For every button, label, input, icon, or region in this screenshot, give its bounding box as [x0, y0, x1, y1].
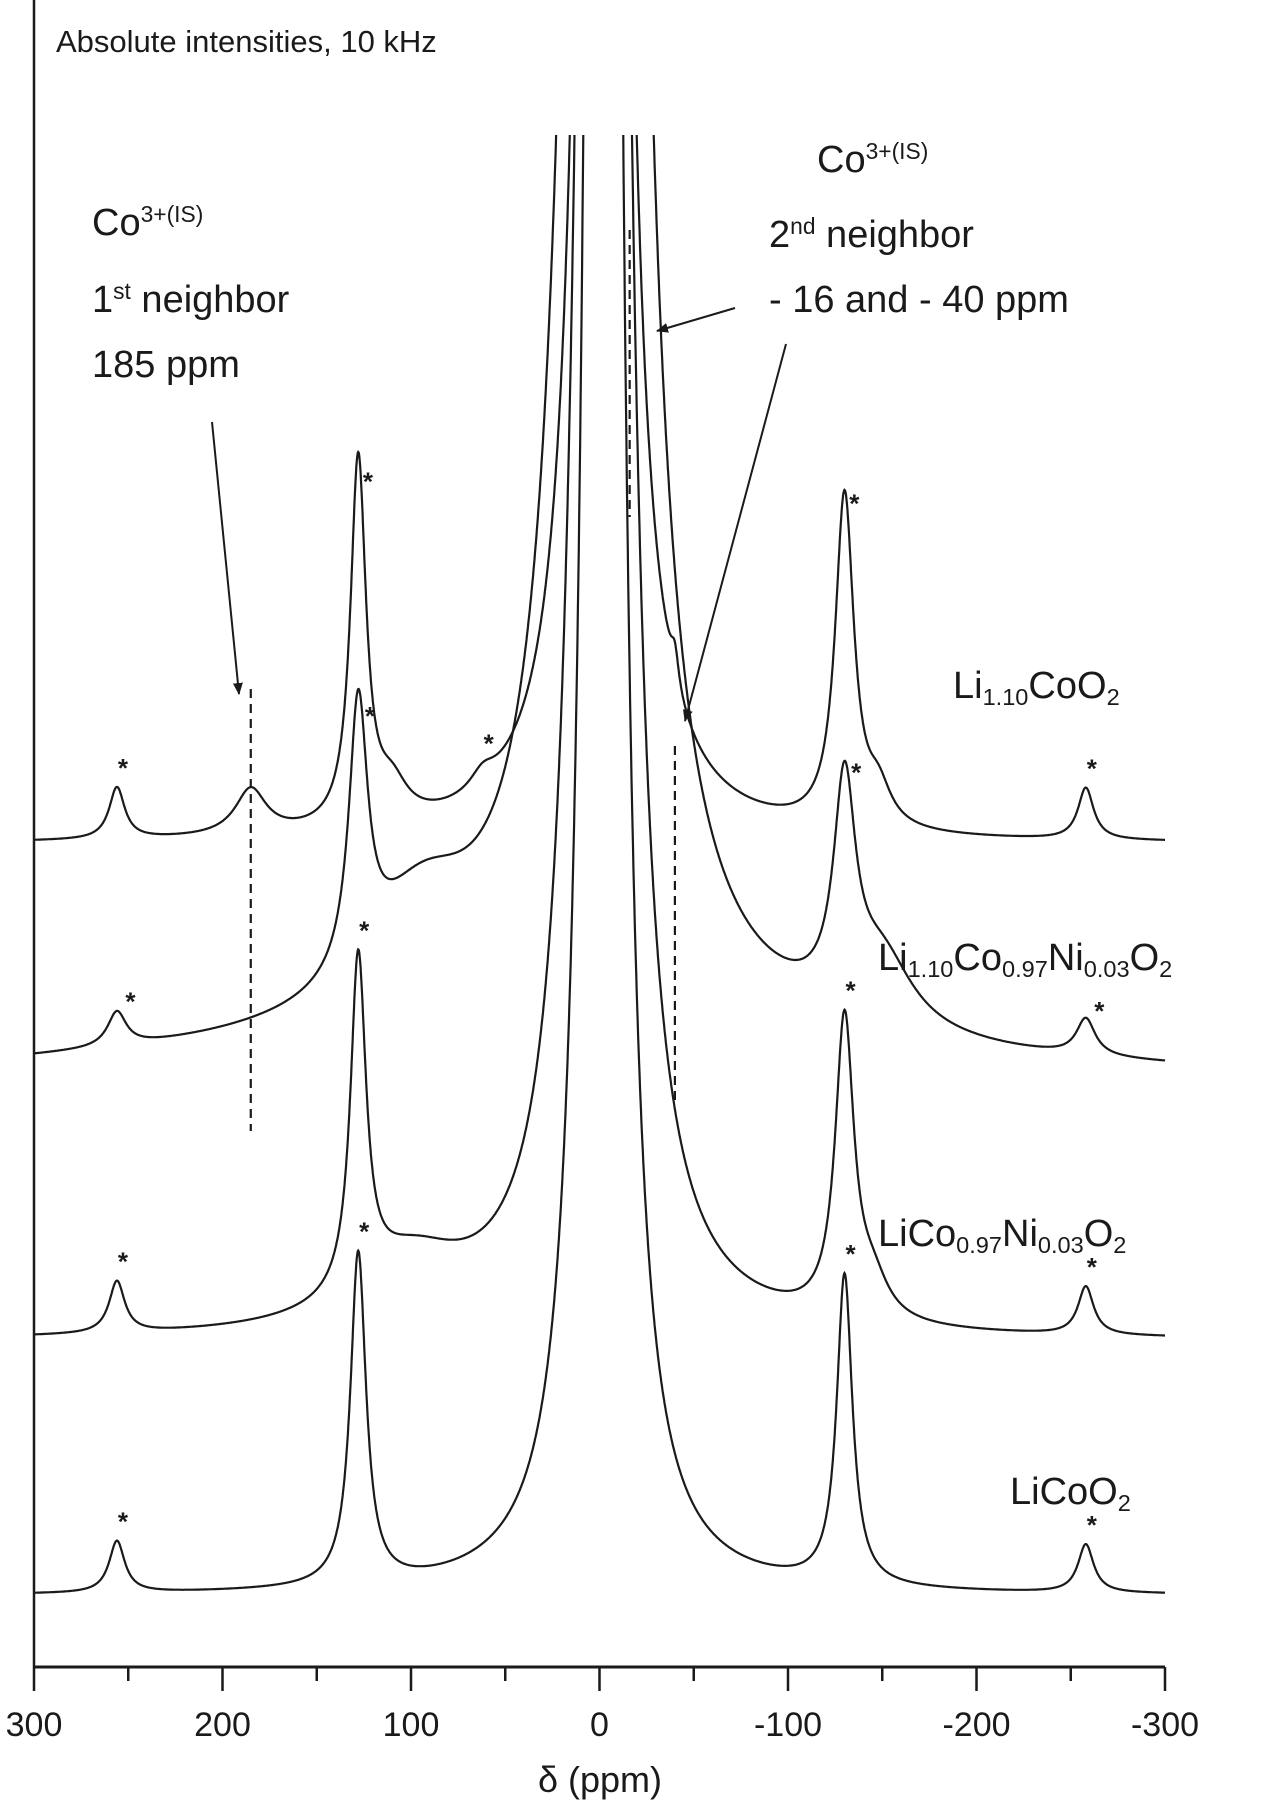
sideband-star: *	[359, 915, 370, 945]
chart-title: Absolute intensities, 10 kHz	[56, 24, 437, 59]
series-label: LiCoO2	[1010, 1471, 1131, 1516]
series-label: Li1.10CoO2	[953, 665, 1120, 710]
sideband-star: *	[363, 467, 374, 497]
text-part: 1	[92, 279, 113, 321]
spectrum-line	[34, 135, 1166, 1062]
annotation-second-neighbor: - 16 and - 40 ppm	[769, 279, 1069, 321]
sideband-star: *	[118, 1507, 129, 1537]
text-part: 2	[1107, 684, 1120, 710]
text-part: LiCoO	[1010, 1471, 1118, 1513]
sideband-star: *	[359, 1217, 370, 1247]
x-axis-label: δ (ppm)	[538, 1759, 662, 1800]
text-part: nd	[790, 213, 815, 239]
annotation-second-neighbor: 2nd neighbor	[769, 213, 974, 256]
sideband-star: *	[118, 1247, 129, 1277]
text-part: 185 ppm	[92, 344, 240, 386]
text-part: 2	[1159, 956, 1172, 982]
x-tick-label: -200	[942, 1706, 1010, 1744]
sideband-star: *	[849, 488, 860, 518]
text-part: LiCo	[878, 1213, 956, 1255]
text-part: O	[1084, 1213, 1114, 1255]
text-part: 2	[1113, 1232, 1126, 1258]
text-part: 0.97	[956, 1232, 1002, 1258]
sideband-star: *	[1087, 1252, 1098, 1282]
x-tick-label: -100	[754, 1706, 822, 1744]
text-part: 0.03	[1084, 956, 1130, 982]
text-part: - 16 and - 40 ppm	[769, 279, 1069, 321]
sideband-star: *	[851, 757, 862, 787]
sideband-star: *	[484, 728, 495, 758]
sideband-star: *	[125, 987, 136, 1017]
x-ticks: 300 200 100 0 -100 -200 -300	[6, 1667, 1199, 1744]
sideband-markers: * * * * * * * * * * * * * * * * *	[118, 467, 1105, 1540]
sideband-star: *	[1087, 1510, 1098, 1540]
sideband-star: *	[1087, 754, 1098, 784]
text-part: 1.10	[908, 956, 954, 982]
text-part: Li	[953, 665, 983, 707]
text-part: st	[113, 278, 131, 304]
annotation-first-neighbor: Co3+(IS)	[92, 201, 203, 244]
x-tick-label: 100	[383, 1706, 440, 1744]
sideband-star: *	[365, 701, 376, 731]
text-part: 0.97	[1002, 956, 1048, 982]
spectrum-line	[34, 135, 1165, 1337]
text-part: Co	[92, 202, 141, 244]
arrow-second-neighbor-40	[683, 343, 787, 722]
text-part: Ni	[1002, 1213, 1038, 1255]
arrow-first-neighbor	[211, 421, 243, 695]
arrow-second-neighbor-16	[656, 307, 736, 333]
text-part: Co	[953, 937, 1002, 979]
text-part: 2	[769, 214, 790, 256]
sideband-star: *	[845, 976, 856, 1006]
text-part: 3+(IS)	[866, 138, 929, 164]
annotation-first-neighbor: 1st neighbor	[92, 278, 290, 321]
spectrum-line	[34, 135, 1165, 1594]
x-tick-label: 200	[194, 1706, 251, 1744]
x-tick-label: 0	[590, 1706, 609, 1744]
spectrum-line	[34, 135, 1165, 841]
text-part: 1.10	[983, 684, 1029, 710]
text-part: 0.03	[1038, 1232, 1084, 1258]
series-label: Li1.10Co0.97Ni0.03O2	[878, 937, 1172, 982]
text-part: neighbor	[131, 279, 290, 321]
annotation-first-neighbor: 185 ppm	[92, 344, 240, 386]
series-labels: LiCoO2LiCo0.97Ni0.03O2Li1.10Co0.97Ni0.03…	[878, 665, 1172, 1516]
series-label: LiCo0.97Ni0.03O2	[878, 1213, 1126, 1258]
text-part: O	[1130, 937, 1160, 979]
spectra	[34, 135, 1166, 1594]
text-part: Li	[878, 937, 908, 979]
text-part: Ni	[1048, 937, 1084, 979]
text-part: 2	[1118, 1490, 1131, 1516]
text-part: 3+(IS)	[141, 201, 204, 227]
sideband-star: *	[845, 1239, 856, 1269]
x-tick-label: 300	[6, 1706, 63, 1744]
text-part: CoO	[1028, 665, 1106, 707]
text-part: neighbor	[816, 214, 975, 256]
x-tick-label: -300	[1131, 1706, 1199, 1744]
text-part: Co	[817, 139, 866, 181]
annotation-second-neighbor: Co3+(IS)	[817, 138, 928, 181]
sideband-star: *	[118, 753, 129, 783]
sideband-star: *	[1094, 996, 1105, 1026]
